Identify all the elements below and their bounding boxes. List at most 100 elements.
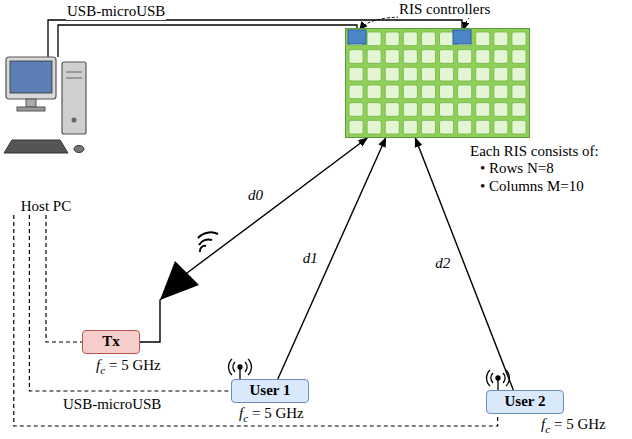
symbol-italic: f [96, 357, 100, 373]
ris-element [349, 120, 363, 134]
frequency-label: fc = 5 GHz [238, 405, 305, 425]
distance-label: d1 [301, 250, 320, 267]
ris-element [440, 50, 454, 64]
ris-element [349, 50, 363, 64]
ris-element [440, 67, 454, 81]
node-label: Host PC [0, 198, 92, 215]
annotation-label: USB-microUSB [62, 396, 162, 413]
pointer-arrow [360, 17, 405, 29]
wireless-symbol [198, 232, 218, 252]
ris-element [367, 32, 381, 46]
ris-element [512, 50, 526, 64]
tx-box: Tx [82, 330, 140, 354]
ris-element [385, 50, 399, 64]
user-box: User 1 [231, 379, 309, 403]
ris-element [458, 85, 472, 99]
node-label: User 1 [250, 382, 291, 399]
ris-element [476, 50, 490, 64]
usb-cable [14, 215, 498, 426]
ris-element [512, 32, 526, 46]
node-label: Tx [102, 333, 120, 350]
ris-element [440, 120, 454, 134]
ris-element [512, 67, 526, 81]
ris-element [494, 120, 508, 134]
ris-element [494, 32, 508, 46]
ris-element [476, 32, 490, 46]
channel-link [278, 138, 386, 379]
ris-controller [348, 30, 366, 44]
frequency-label: fc = 5 GHz [540, 416, 607, 436]
description-line: Each RIS consists of: [470, 143, 599, 160]
pointer-arrow [464, 17, 470, 29]
ris-element [403, 85, 417, 99]
description-line: • Columns M=10 [470, 178, 599, 195]
subscript: c [243, 412, 248, 424]
ris-element [385, 32, 399, 46]
ris-element [367, 67, 381, 81]
ris-element [458, 120, 472, 134]
symbol-italic: f [239, 405, 243, 421]
ris-element [349, 85, 363, 99]
ris-element [403, 120, 417, 134]
channel-link [140, 138, 367, 342]
user-box: User 2 [486, 390, 564, 414]
ris-element [421, 120, 435, 134]
ris-element [367, 120, 381, 134]
symbol-italic: f [541, 416, 545, 432]
ris-element [421, 32, 435, 46]
ris-element [403, 67, 417, 81]
ris-element [367, 50, 381, 64]
distance-label: d0 [246, 187, 265, 204]
usb-cable [29, 215, 231, 391]
ris-element [476, 103, 490, 117]
user-antenna [229, 359, 252, 379]
ris-element [349, 103, 363, 117]
subscript: c [545, 423, 550, 435]
frequency-label: fc = 5 GHz [95, 357, 162, 377]
ris-board [346, 29, 530, 138]
ris-element [476, 67, 490, 81]
ris-controller [453, 30, 471, 44]
ris-element [421, 67, 435, 81]
ris-element [349, 67, 363, 81]
ris-element [476, 85, 490, 99]
ris-element [385, 120, 399, 134]
subscript: c [100, 364, 105, 376]
ris-element [385, 103, 399, 117]
ris-element [512, 85, 526, 99]
ris-element [403, 103, 417, 117]
ris-element [421, 103, 435, 117]
usb-wire [58, 25, 357, 57]
ris-element [494, 50, 508, 64]
ris-element [440, 103, 454, 117]
ris-element [403, 32, 417, 46]
host-pc: Host PC [0, 50, 92, 215]
ris-element [494, 67, 508, 81]
ris-element [367, 103, 381, 117]
ris-element [421, 50, 435, 64]
ris-element [512, 103, 526, 117]
ris-panel: Each RIS consists of:• Rows N=8• Columns… [345, 28, 530, 138]
ris-element [458, 67, 472, 81]
ris-element [367, 85, 381, 99]
ris-element [440, 32, 454, 46]
ris-element [403, 50, 417, 64]
ris-element [385, 85, 399, 99]
annotation-label: USB-microUSB [66, 3, 166, 20]
ris-element [458, 50, 472, 64]
ris-grid [345, 28, 530, 138]
ris-element [421, 85, 435, 99]
ris-element [440, 85, 454, 99]
ris-element [494, 103, 508, 117]
ris-element [458, 103, 472, 117]
annotation-label: RIS controllers [398, 1, 491, 18]
ris-description: Each RIS consists of:• Rows N=8• Columns… [470, 143, 599, 195]
usb-cable [46, 215, 82, 342]
ris-element [385, 67, 399, 81]
ris-element [494, 85, 508, 99]
node-label: User 2 [505, 393, 546, 410]
description-line: • Rows N=8 [470, 160, 599, 177]
ris-element [476, 120, 490, 134]
ris-element [512, 120, 526, 134]
